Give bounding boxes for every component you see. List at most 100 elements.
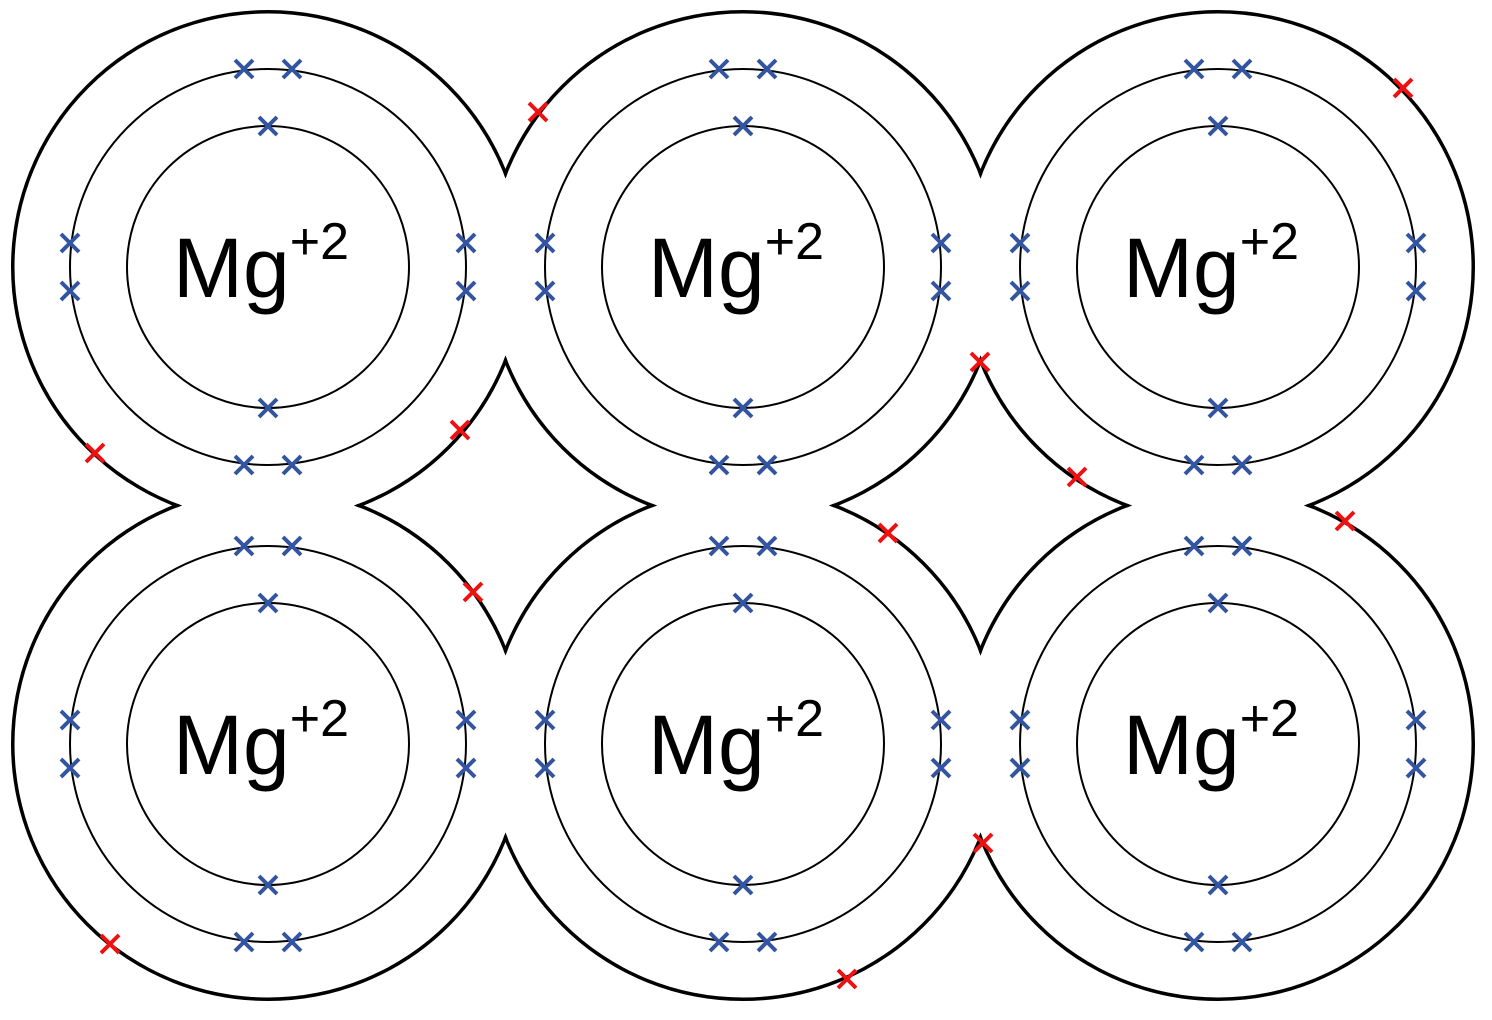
second-shell-electron	[233, 535, 255, 557]
ion-label: Mg+2	[648, 213, 824, 315]
outer-boundary-arc	[11, 10, 525, 524]
ion-charge: +2	[1240, 213, 1299, 271]
delocalized-electron	[972, 832, 994, 854]
first-shell-electron	[257, 592, 279, 614]
delocalized-electron	[1066, 466, 1088, 488]
second-shell-electron	[281, 454, 303, 476]
delocalized-electron	[836, 968, 858, 990]
second-shell-electron	[930, 280, 952, 302]
outer-boundary-arc	[961, 10, 1475, 524]
ion-charge: +2	[1240, 690, 1299, 748]
element-symbol: Mg	[173, 698, 290, 792]
delocalized-electron	[527, 101, 549, 123]
second-shell-electron	[455, 280, 477, 302]
second-shell-electron	[708, 535, 730, 557]
second-shell-electron	[1009, 232, 1031, 254]
electron-sea-outline	[11, 10, 1475, 1001]
second-shell-electron	[1183, 535, 1205, 557]
second-shell-electron	[930, 709, 952, 731]
first-shell-electron	[257, 115, 279, 137]
ion-label: Mg+2	[648, 690, 824, 792]
second-shell-electron	[756, 454, 778, 476]
second-shell-electron	[756, 58, 778, 80]
second-shell-electron	[1405, 232, 1427, 254]
delocalized-electron	[99, 933, 121, 955]
first-shell-electron	[732, 874, 754, 896]
outer-boundary-arc	[961, 487, 1475, 1001]
second-shell	[69, 68, 467, 466]
second-shell-electron	[708, 931, 730, 953]
second-shell	[1019, 68, 1417, 466]
second-shell-electron	[1231, 454, 1253, 476]
element-symbol: Mg	[1123, 221, 1240, 315]
second-shell-electron	[1183, 454, 1205, 476]
second-shell-electron	[1231, 931, 1253, 953]
first-shell-electron	[257, 874, 279, 896]
element-symbol: Mg	[648, 698, 765, 792]
ion-label: Mg+2	[1123, 690, 1299, 792]
delocalized-electron	[969, 351, 991, 373]
ion-charge: +2	[765, 213, 824, 271]
second-shell-electron	[59, 757, 81, 779]
delocalized-electron	[1334, 510, 1356, 532]
ion-label: Mg+2	[1123, 213, 1299, 315]
element-symbol: Mg	[1123, 698, 1240, 792]
second-shell-electron	[1183, 58, 1205, 80]
second-shell	[544, 68, 942, 466]
second-shell-electron	[534, 709, 556, 731]
ion-charge: +2	[290, 213, 349, 271]
second-shell	[69, 545, 467, 943]
outer-boundary-arc	[486, 10, 1000, 524]
second-shell-electron	[455, 232, 477, 254]
second-shell-electron	[281, 535, 303, 557]
first-shell-electron	[1207, 874, 1229, 896]
ion-label: Mg+2	[173, 213, 349, 315]
outer-boundary-arc	[11, 487, 525, 1001]
outer-boundary-arc	[486, 487, 1000, 1001]
first-shell-electron	[732, 592, 754, 614]
delocalized-electron	[877, 522, 899, 544]
second-shell-electron	[281, 931, 303, 953]
second-shell-electron	[756, 931, 778, 953]
electron-shells	[69, 68, 1417, 943]
second-shell-electron	[930, 232, 952, 254]
second-shell-electron	[455, 757, 477, 779]
second-shell-electron	[534, 757, 556, 779]
second-shell-electron	[59, 280, 81, 302]
second-shell	[544, 545, 942, 943]
shell-electrons	[59, 58, 1427, 953]
second-shell-electron	[1405, 280, 1427, 302]
first-shell-electron	[257, 397, 279, 419]
second-shell-electron	[1405, 709, 1427, 731]
second-shell-electron	[1009, 709, 1031, 731]
second-shell-electron	[233, 931, 255, 953]
second-shell-electron	[455, 709, 477, 731]
second-shell-electron	[1231, 535, 1253, 557]
second-shell-electron	[1231, 58, 1253, 80]
element-symbol: Mg	[173, 221, 290, 315]
delocalized-electron	[449, 419, 471, 441]
second-shell-electron	[1009, 280, 1031, 302]
delocalized-electron	[84, 442, 106, 464]
second-shell-electron	[534, 280, 556, 302]
second-shell-electron	[233, 454, 255, 476]
second-shell-electron	[930, 757, 952, 779]
second-shell-electron	[281, 58, 303, 80]
first-shell-electron	[1207, 115, 1229, 137]
second-shell-electron	[59, 232, 81, 254]
first-shell-electron	[732, 397, 754, 419]
delocalized-electron	[462, 581, 484, 603]
delocalized-electrons	[84, 77, 1414, 990]
second-shell-electron	[534, 232, 556, 254]
second-shell-electron	[1183, 931, 1205, 953]
first-shell-electron	[1207, 592, 1229, 614]
second-shell-electron	[1405, 757, 1427, 779]
ion-label: Mg+2	[173, 690, 349, 792]
first-shell-electron	[1207, 397, 1229, 419]
second-shell-electron	[756, 535, 778, 557]
ion-charge: +2	[765, 690, 824, 748]
delocalized-electron	[1392, 77, 1414, 99]
second-shell	[1019, 545, 1417, 943]
